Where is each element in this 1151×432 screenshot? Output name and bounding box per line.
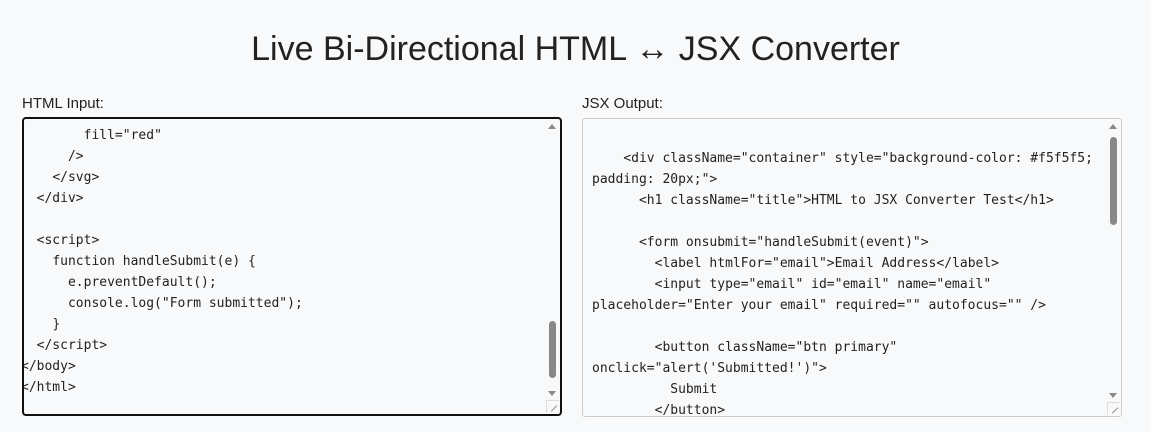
html-input-label: HTML Input:: [22, 95, 104, 112]
code-line: [592, 211, 1103, 232]
code-line: </div>: [22, 191, 84, 206]
code-line: </svg>: [22, 170, 100, 185]
jsx-output-textarea[interactable]: <div className="container" style="backgr…: [582, 118, 1122, 417]
resize-handle-icon[interactable]: [1107, 402, 1120, 415]
code-line: />: [22, 149, 84, 164]
code-line: </html>: [22, 380, 76, 395]
code-line: }: [22, 317, 61, 332]
scrollbar-thumb[interactable]: [549, 321, 556, 378]
code-line: e.preventDefault();: [22, 275, 217, 290]
code-line: <label htmlFor="email">Email Address</la…: [592, 256, 999, 271]
jsx-output-label: JSX Output:: [582, 95, 663, 112]
code-line: <script>: [22, 233, 100, 248]
scroll-up-arrow-icon[interactable]: [1109, 124, 1117, 129]
code-line: <input type="email" id="email" name="ema…: [592, 277, 1046, 313]
code-line: function handleSubmit(e) {: [22, 254, 256, 269]
code-line: [592, 127, 1103, 148]
jsx-output-content[interactable]: <div className="container" style="backgr…: [592, 127, 1103, 417]
code-line: [24, 209, 542, 230]
resize-handle-icon[interactable]: [546, 400, 559, 413]
code-line: </button>: [592, 403, 726, 417]
scroll-down-arrow-icon[interactable]: [548, 391, 556, 396]
code-line: fill="red": [22, 128, 162, 143]
code-line: <button className="btn primary" onclick=…: [592, 340, 906, 376]
code-line: <div className="container" style="backgr…: [592, 151, 1101, 187]
page-title: Live Bi-Directional HTML ↔ JSX Converter: [251, 30, 900, 68]
jsx-output-scrollbar[interactable]: [1107, 121, 1119, 400]
code-line: Submit: [592, 382, 718, 397]
code-line: </body>: [22, 359, 76, 374]
code-line: <h1 className="title">HTML to JSX Conver…: [592, 193, 1054, 208]
code-line: console.log("Form submitted");: [22, 296, 303, 311]
code-line: [592, 316, 1103, 337]
scroll-down-arrow-icon[interactable]: [1109, 393, 1117, 398]
html-input-content[interactable]: fill="red" /> </svg> </div> <script> fun…: [22, 125, 542, 398]
html-input-scrollbar[interactable]: [546, 121, 558, 398]
scrollbar-thumb[interactable]: [1110, 137, 1117, 225]
code-line: </script>: [22, 338, 108, 353]
code-line: <form onsubmit="handleSubmit(event)">: [592, 235, 929, 250]
html-input-textarea[interactable]: fill="red" /> </svg> </div> <script> fun…: [22, 117, 562, 416]
scroll-up-arrow-icon[interactable]: [548, 124, 556, 129]
